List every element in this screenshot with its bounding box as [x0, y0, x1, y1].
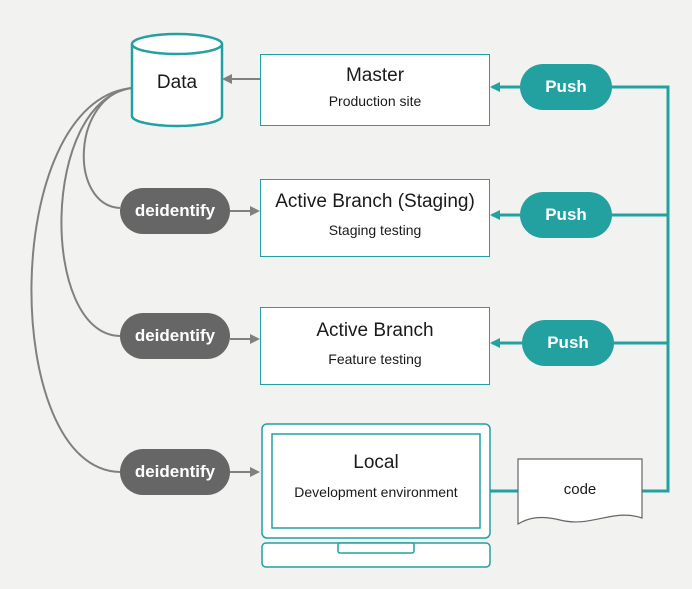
- laptop-icon: [261, 423, 491, 568]
- data-to-deidentify-3-curve: [30, 87, 133, 473]
- database-cylinder-icon: [130, 32, 224, 128]
- staging-title: Active Branch (Staging): [275, 191, 475, 212]
- staging-box: Active Branch (Staging) Staging testing: [260, 179, 490, 257]
- feature-box: Active Branch Feature testing: [260, 307, 490, 385]
- data-store-label: Data: [156, 72, 198, 93]
- master-subtitle: Production site: [328, 93, 422, 109]
- feature-subtitle: Feature testing: [328, 351, 422, 367]
- code-to-push-bus: [612, 85, 670, 493]
- code-label: code: [563, 481, 597, 498]
- local-title: Local: [353, 452, 399, 473]
- push-to-staging-pill: Push: [520, 192, 612, 238]
- deidentify-local-pill: deidentify: [120, 449, 230, 495]
- push-to-feature-pill: Push: [522, 320, 614, 366]
- deidentify-staging-pill: deidentify: [120, 188, 230, 234]
- deidentify-feature-pill: deidentify: [120, 313, 230, 359]
- staging-subtitle: Staging testing: [328, 222, 422, 238]
- push-to-master-pill: Push: [520, 64, 612, 110]
- master-title: Master: [345, 65, 405, 86]
- data-to-deidentify-2-curve: [60, 87, 133, 337]
- master-box: Master Production site: [260, 54, 490, 126]
- feature-title: Active Branch: [316, 320, 434, 341]
- local-subtitle: Development environment: [294, 484, 458, 500]
- code-document-shape: [517, 458, 643, 526]
